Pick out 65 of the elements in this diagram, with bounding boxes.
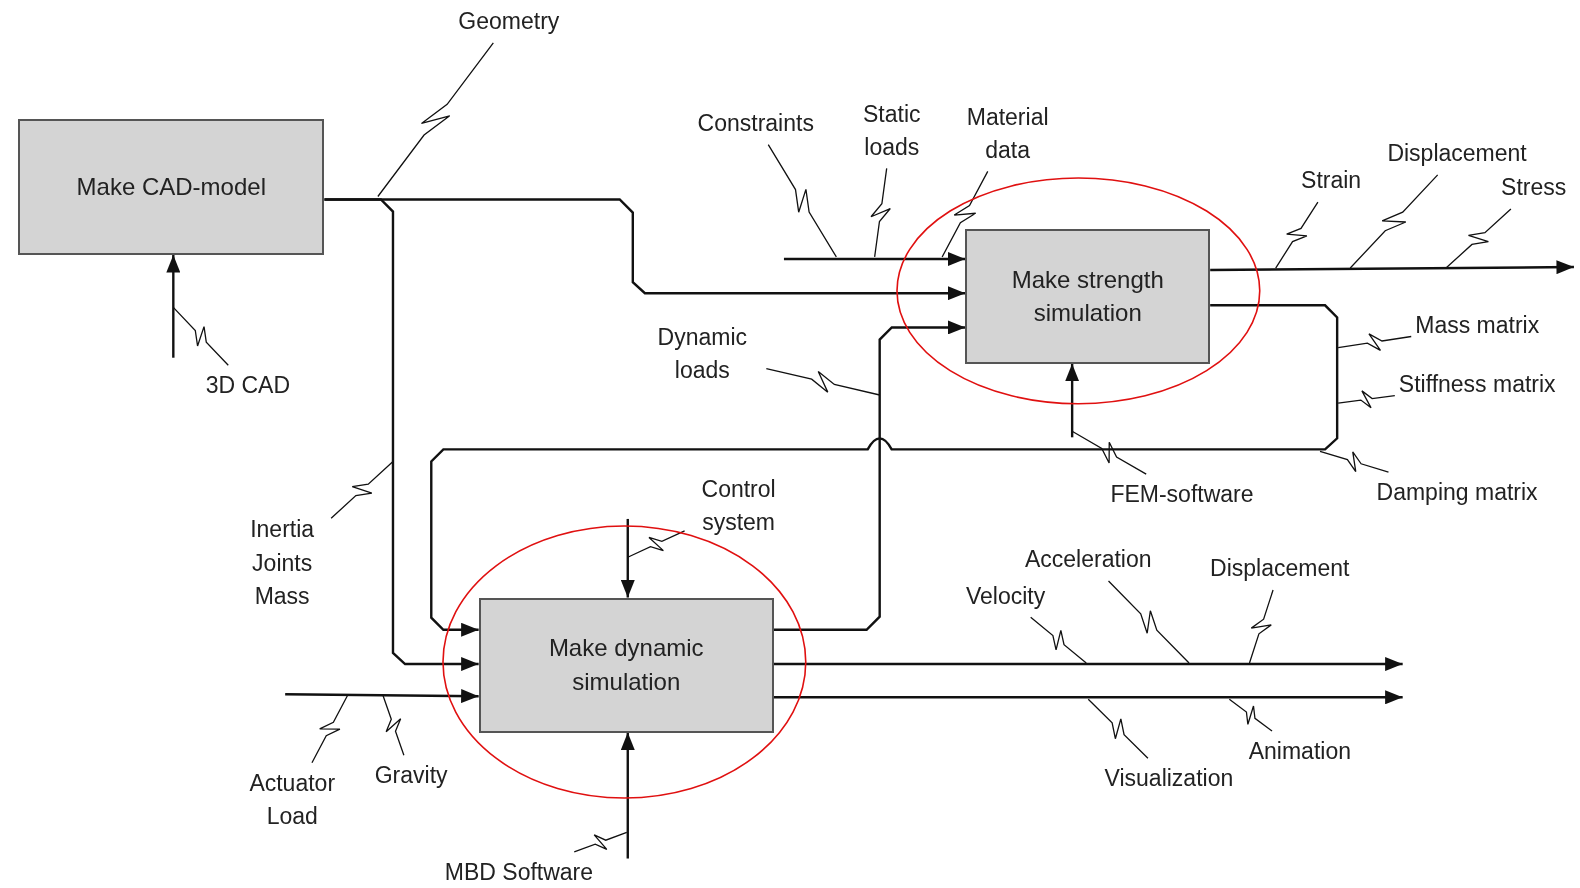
leader-line bbox=[330, 460, 394, 519]
leader-line bbox=[870, 167, 891, 258]
arrow bbox=[285, 689, 479, 704]
process-label: Make CAD-model bbox=[75, 172, 267, 203]
leader-line bbox=[1030, 616, 1087, 664]
arrow-label: Static loads bbox=[851, 97, 932, 165]
process-label: Make strength simulation bbox=[1010, 264, 1165, 329]
arrow-label: Visualization bbox=[1104, 762, 1234, 796]
leader-line bbox=[767, 143, 837, 258]
arrow-label: Gravity bbox=[374, 759, 448, 793]
arrow bbox=[773, 657, 1403, 672]
leader-line bbox=[377, 42, 494, 198]
arrow-label: Geometry bbox=[458, 5, 560, 39]
arrow-label: Stiffness matrix bbox=[1398, 368, 1556, 402]
leader-line bbox=[1107, 580, 1190, 664]
leader-line bbox=[573, 831, 628, 853]
arrow-label: 3D CAD bbox=[205, 369, 291, 403]
arrow-label: MBD Software bbox=[444, 855, 594, 888]
leader-line bbox=[311, 694, 349, 764]
leader-line bbox=[1087, 698, 1149, 759]
arrow-label: Animation bbox=[1248, 735, 1351, 769]
arrow bbox=[430, 304, 1339, 637]
leader-line bbox=[1248, 589, 1274, 664]
arrow-label: Actuator Load bbox=[232, 766, 353, 834]
process-box bbox=[965, 228, 1211, 364]
arrow-label: Material data bbox=[952, 100, 1063, 168]
arrow bbox=[773, 320, 966, 631]
arrow-label: Constraints bbox=[697, 107, 814, 141]
arrow bbox=[324, 198, 479, 672]
leader-line bbox=[1349, 174, 1439, 269]
leader-line bbox=[1337, 333, 1412, 351]
highlight-ellipse bbox=[896, 178, 1260, 405]
arrow-label: Mass matrix bbox=[1415, 309, 1540, 344]
arrow bbox=[783, 251, 966, 266]
arrow bbox=[1210, 260, 1574, 275]
arrow-label: Stress bbox=[1501, 171, 1567, 206]
leader-line bbox=[941, 170, 989, 258]
process-box bbox=[478, 597, 774, 733]
arrow-label: Dynamic loads bbox=[642, 320, 763, 387]
arrow-label: FEM-software bbox=[1110, 478, 1254, 512]
arrow-label: Velocity bbox=[966, 579, 1046, 614]
process-label: Make dynamic simulation bbox=[547, 633, 705, 697]
arrow-label: Strain bbox=[1301, 164, 1362, 199]
leader-line bbox=[382, 694, 405, 756]
arrow-label: Damping matrix bbox=[1376, 476, 1538, 510]
process-box bbox=[18, 118, 325, 255]
arrow-label: Inertia Joints Mass bbox=[237, 513, 328, 614]
leader-line bbox=[765, 367, 881, 396]
arrow-label: Acceleration bbox=[1024, 543, 1152, 577]
arrow bbox=[620, 732, 635, 859]
leader-line bbox=[1228, 698, 1273, 732]
arrow-label: Control system bbox=[688, 472, 789, 540]
leader-line bbox=[627, 530, 686, 558]
arrow bbox=[166, 254, 181, 358]
leader-line bbox=[1337, 390, 1396, 409]
arrow-label: Displacement bbox=[1387, 137, 1527, 171]
leader-line bbox=[1445, 208, 1512, 269]
leader-line bbox=[1071, 430, 1147, 475]
arrow-label: Displacement bbox=[1210, 552, 1350, 586]
leader-line bbox=[1319, 450, 1390, 473]
leader-line bbox=[172, 306, 229, 366]
arrow bbox=[1065, 363, 1080, 438]
arrow bbox=[620, 518, 635, 598]
arrow bbox=[773, 690, 1403, 705]
leader-line bbox=[1275, 201, 1319, 269]
